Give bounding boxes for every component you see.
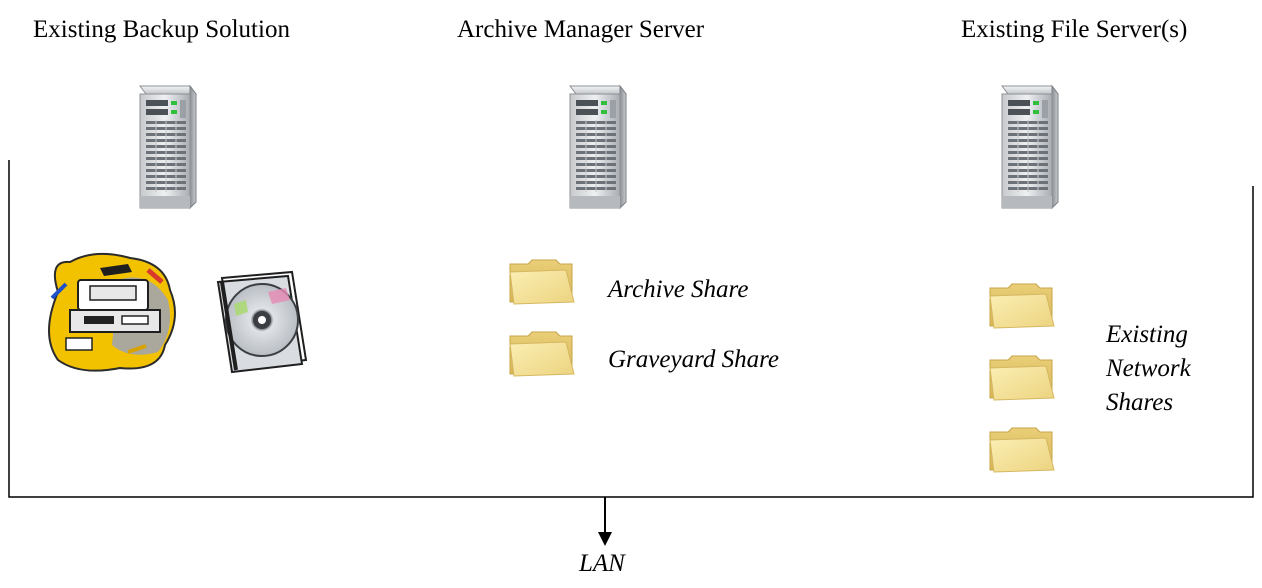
archive-share-label: Archive Share [608,276,749,303]
archive-server-icon [569,85,627,209]
cd-case-icon [216,270,308,374]
tape-drive-icon [48,252,176,372]
lan-frame-line [8,160,1254,498]
graveyard-share-label: Graveyard Share [608,346,780,373]
backup-solution-title: Existing Backup Solution [33,16,290,43]
archive-share-folder-icon [509,259,575,305]
backup-server-icon [139,85,197,209]
file-server-icon [1001,85,1059,209]
network-shares-label: Existing Network Shares [1106,318,1191,419]
network-shares-label-line2: Network [1106,354,1191,382]
lan-arrowhead [598,532,612,546]
network-share-folder-icon [989,283,1055,329]
graveyard-share-folder-icon [509,331,575,377]
lan-label: LAN [579,550,625,577]
network-shares-label-line3: Shares [1106,388,1174,416]
network-share-folder-icon [989,355,1055,401]
archive-manager-title: Archive Manager Server [457,16,705,43]
network-shares-label-line1: Existing [1106,321,1188,348]
network-share-folder-icon [989,427,1055,473]
file-server-title: Existing File Server(s) [961,16,1188,43]
